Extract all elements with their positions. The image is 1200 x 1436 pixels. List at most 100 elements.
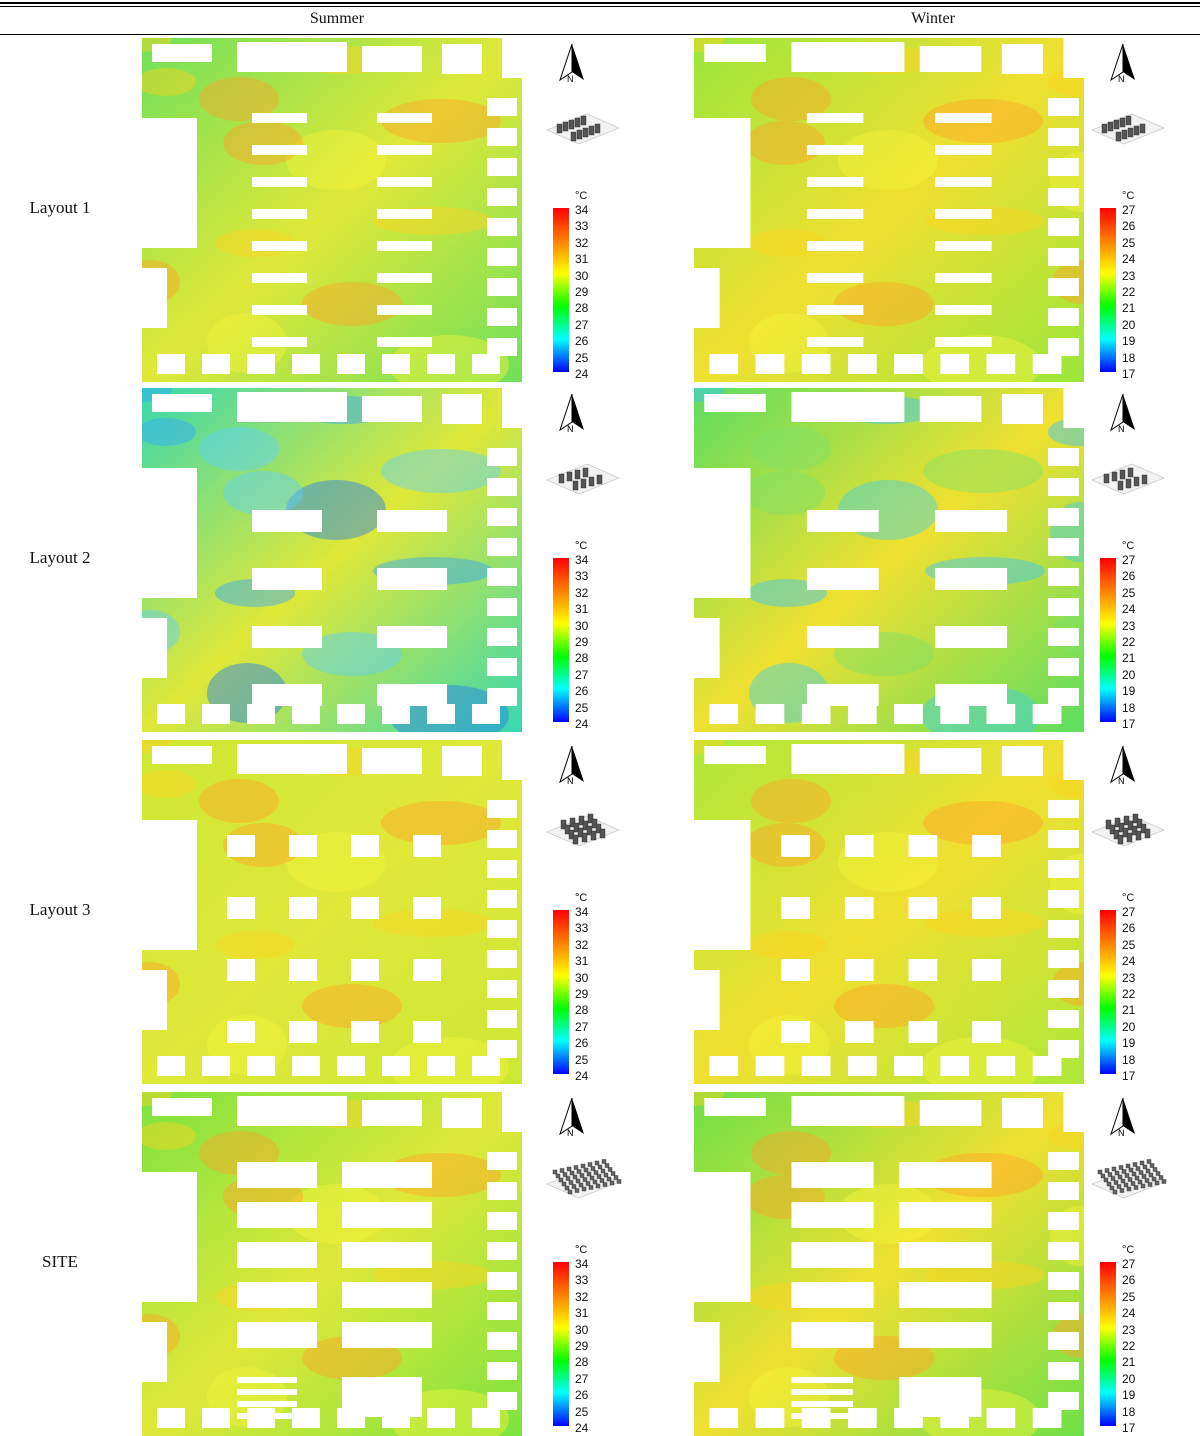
building-footprint [919, 748, 982, 774]
north-arrow-fill [572, 44, 584, 80]
building-footprint [1048, 158, 1079, 176]
icon-building [558, 473, 565, 484]
building-footprint [487, 188, 517, 206]
building-footprint [1048, 1362, 1079, 1380]
icon-building [596, 474, 603, 485]
building-footprint [377, 626, 447, 648]
temperature-patch [834, 282, 934, 326]
building-footprint [252, 510, 322, 532]
icon-building [591, 818, 598, 829]
legend-tick-label: 27 [1122, 203, 1136, 217]
building-footprint [935, 177, 992, 187]
legend-tick-label: 24 [1122, 252, 1136, 267]
building-footprint [227, 897, 255, 919]
building-footprint [337, 704, 365, 724]
building-footprint [894, 704, 923, 724]
legend-tick-label: 27 [1122, 1257, 1136, 1271]
icon-building [1144, 1178, 1150, 1183]
legend-tick-label: 30 [575, 1322, 589, 1337]
temperature-patch [223, 471, 303, 515]
layout-3d-icon [1088, 452, 1168, 496]
icon-building [580, 115, 587, 126]
icon-building [1131, 1171, 1137, 1177]
legend-tick-label: 20 [1122, 1371, 1136, 1386]
north-arrow-icon: N [1103, 744, 1143, 788]
building-footprint [142, 118, 197, 248]
icon-building [1140, 1183, 1146, 1189]
building-footprint [502, 388, 522, 428]
building-footprint [237, 1282, 317, 1308]
building-footprint [289, 1021, 317, 1043]
icon-building [1142, 1164, 1148, 1170]
icon-building [1132, 1162, 1138, 1167]
icon-building [1128, 1167, 1134, 1173]
icon-building [600, 1168, 606, 1174]
legend-tick-label: 26 [575, 684, 589, 699]
temperature-patch [373, 909, 493, 937]
icon-building [596, 1174, 602, 1179]
legend-color-bar [1100, 1262, 1116, 1426]
building-footprint [487, 508, 517, 526]
building-footprint [1032, 354, 1062, 374]
legend-tick-label: 30 [575, 268, 589, 283]
icon-building [1147, 1182, 1153, 1187]
icon-building [556, 123, 563, 134]
building-footprint [1048, 538, 1079, 556]
building-footprint [940, 354, 970, 374]
building-footprint [806, 626, 879, 648]
icon-building [1117, 480, 1124, 491]
icon-building [594, 123, 601, 134]
icon-building [588, 1185, 594, 1190]
building-footprint [791, 1202, 874, 1228]
legend-tick-label: 25 [1122, 937, 1136, 952]
building-footprint [292, 704, 320, 724]
north-arrow-icon: N [552, 42, 592, 86]
icon-building [575, 1178, 581, 1184]
building-footprint [972, 959, 1001, 981]
north-arrow-outline [1110, 745, 1124, 784]
icon-building [602, 1182, 608, 1187]
legend-tick-label: 31 [575, 252, 589, 267]
building-footprint [908, 1021, 938, 1043]
building-footprint [142, 820, 197, 950]
building-footprint [1001, 394, 1043, 424]
icon-building [552, 1169, 558, 1175]
temperature-field [142, 1092, 522, 1436]
icon-building [588, 125, 595, 136]
legend-tick-label: 17 [1122, 717, 1136, 731]
building-footprint [1048, 1392, 1079, 1410]
icon-building [585, 1181, 591, 1186]
building-footprint [847, 1408, 877, 1428]
legend-tick-label: 30 [575, 618, 589, 633]
icon-building [1107, 1172, 1113, 1177]
building-footprint [806, 305, 864, 315]
icon-building [1121, 129, 1128, 140]
temperature-patch [923, 801, 1043, 845]
building-footprint [142, 618, 167, 678]
temperature-patch [747, 931, 827, 959]
legend-tick-label: 34 [575, 905, 589, 919]
building-footprint [986, 704, 1016, 724]
icon-building [1161, 1179, 1167, 1184]
icon-building [1138, 1170, 1144, 1175]
north-arrow-outline [559, 1097, 573, 1136]
legend-color-bar [553, 910, 569, 1074]
building-footprint [351, 1021, 379, 1043]
building-footprint [157, 354, 185, 374]
icon-building [1113, 1180, 1119, 1185]
legend-tick-label: 25 [575, 1052, 589, 1067]
building-footprint [694, 820, 751, 950]
icon-building [1110, 1176, 1116, 1181]
building-footprint [202, 1408, 230, 1428]
building-footprint [791, 1282, 874, 1308]
row-label: SITE [42, 1252, 78, 1271]
building-footprint [487, 920, 517, 938]
legend-color-bar [553, 208, 569, 372]
legend-color-bar [1100, 558, 1116, 722]
icon-building [587, 1162, 593, 1167]
building-footprint [791, 1413, 854, 1419]
building-footprint [1063, 740, 1084, 780]
building-footprint [935, 145, 992, 155]
